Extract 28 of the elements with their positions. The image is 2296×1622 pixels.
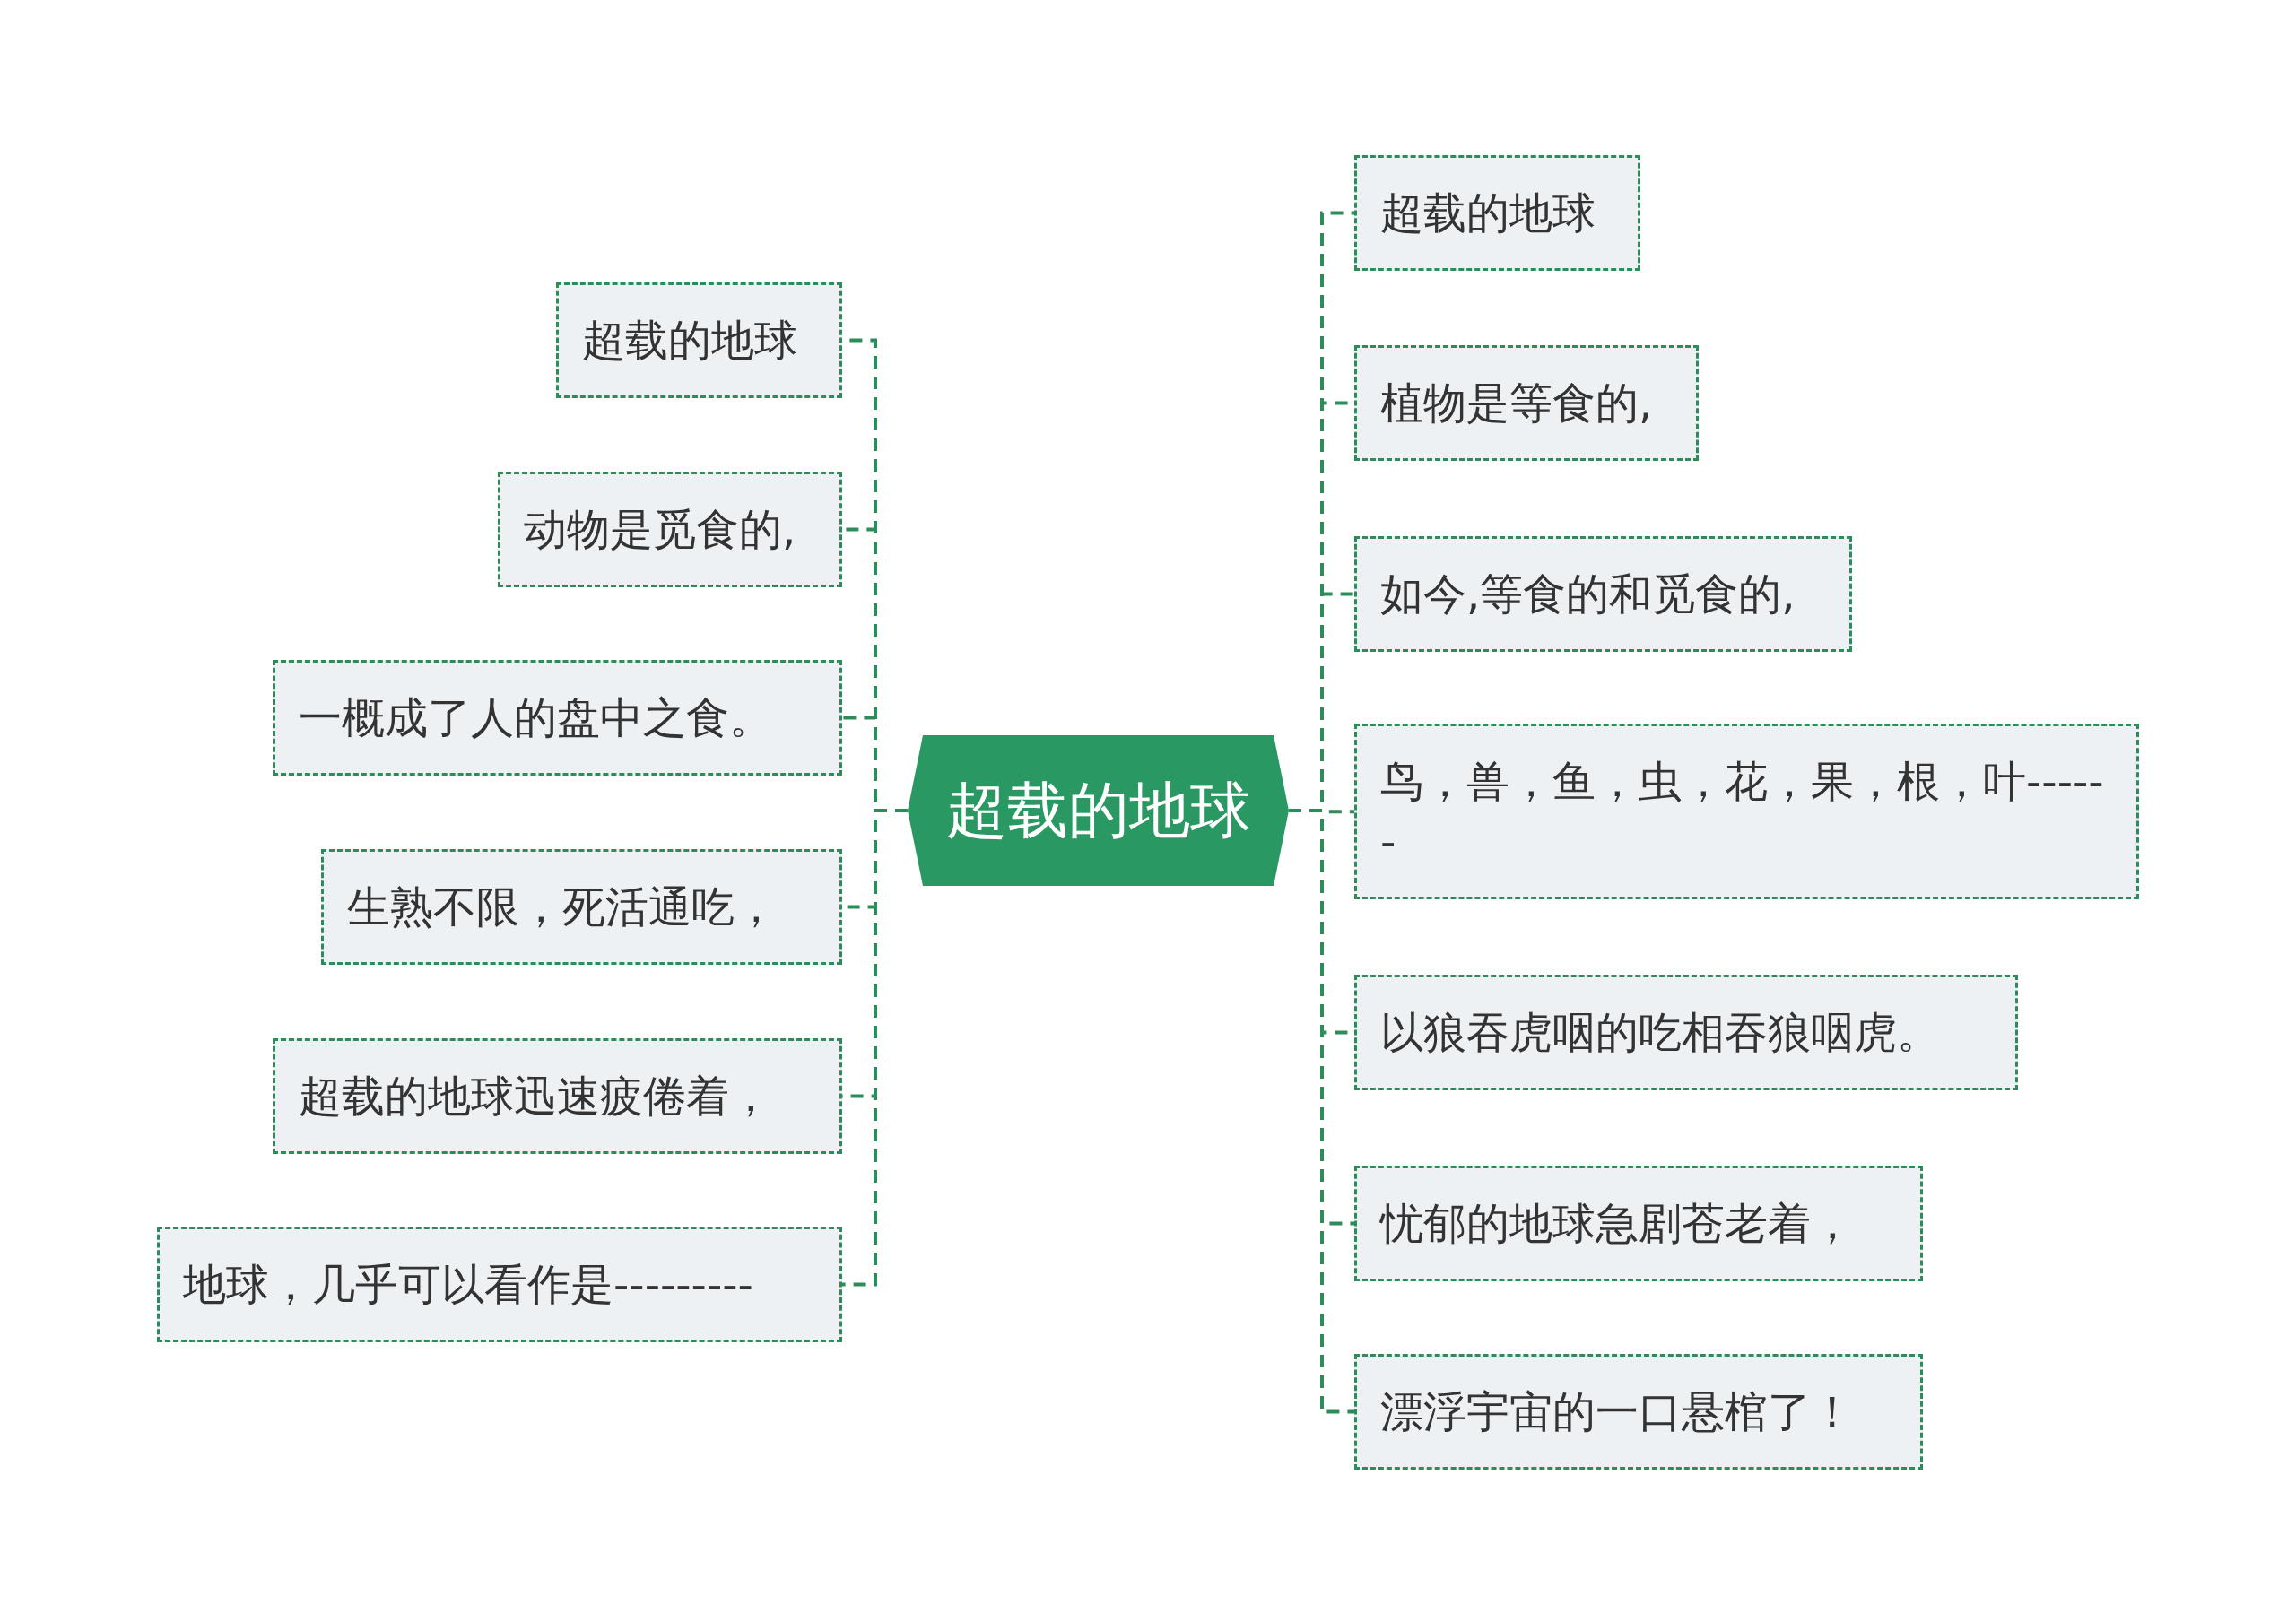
topic-text: 植物是等食的, xyxy=(1380,377,1653,429)
topic-box xyxy=(498,472,842,588)
topic-text: 鸟，兽，鱼，虫，花，果，根，叶------ xyxy=(1380,755,2105,869)
topic-text: 地球，几乎可以看作是--------- xyxy=(183,1258,753,1311)
topic-box xyxy=(321,849,842,966)
topic-box xyxy=(1354,724,2139,900)
topic-box xyxy=(157,1227,842,1343)
topic-text: 动物是觅食的, xyxy=(524,503,796,556)
topic-box xyxy=(273,660,842,776)
topic-text: 超载的地球 xyxy=(1380,186,1596,239)
topic-text: 超载的地球 xyxy=(582,314,797,367)
topic-text: 忧郁的地球急剧苍老着， xyxy=(1380,1197,1854,1250)
topic-box xyxy=(1354,155,1640,272)
topic-text: 如今,等食的和觅食的, xyxy=(1380,568,1796,620)
topic-box xyxy=(1354,1354,1923,1470)
topic-box xyxy=(273,1038,842,1155)
topic-text: 以狼吞虎咽的吃相吞狼咽虎。 xyxy=(1380,1006,1940,1059)
topic-text: 一概成了人的盘中之食。 xyxy=(299,691,772,744)
topic-box xyxy=(1354,345,1699,462)
topic-box xyxy=(1354,975,2018,1091)
topic-text: 超载的地球 xyxy=(945,774,1251,848)
topic-box xyxy=(1354,1166,1923,1282)
topic-box xyxy=(1354,536,1852,653)
topic-text: 漂浮宇宙的一口悬棺了！ xyxy=(1380,1385,1854,1438)
topic-text: 超载的地球迅速疲倦着， xyxy=(299,1070,772,1123)
central-topic-hexagon xyxy=(908,735,1289,886)
topic-text: 生熟不限，死活通吃， xyxy=(347,880,778,933)
topic-box xyxy=(556,282,842,399)
